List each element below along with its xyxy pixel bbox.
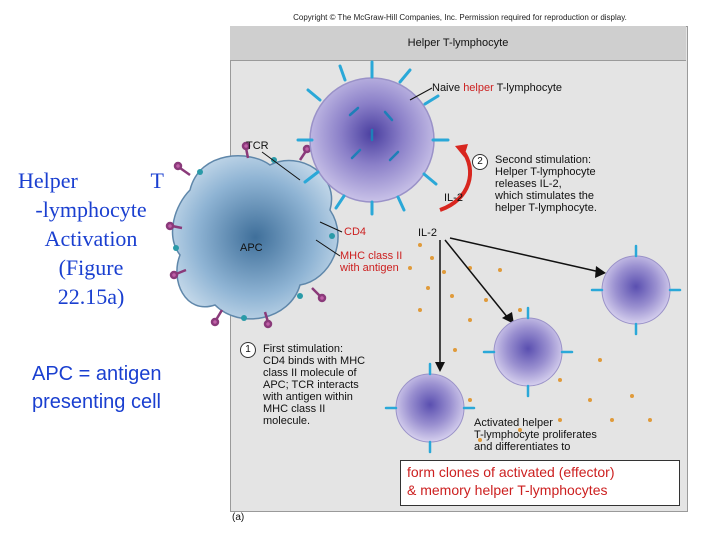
slide-title-line: -lymphocyte <box>35 197 147 222</box>
slide-title-line: (Figure <box>58 255 124 280</box>
figure-header-bar <box>230 26 686 61</box>
apc-term: APC <box>32 363 74 385</box>
tcr-label: TCR <box>246 140 269 152</box>
step1-line: CD4 binds with MHC <box>263 355 366 367</box>
apc-label: APC <box>240 242 263 254</box>
slide-title-word: Helper <box>18 168 78 193</box>
il2-lower-label: IL-2 <box>418 227 437 239</box>
activated-line: Activated helper <box>474 417 553 429</box>
step1-line: MHC class II <box>263 403 326 415</box>
clones-callout: form clones of activated (effector) & me… <box>400 460 680 506</box>
slide-title-row1: Helper T <box>18 166 164 195</box>
il2-arrow-head <box>455 144 468 157</box>
apc-definition-line1: APC = antigen <box>32 360 162 388</box>
il2-feedback-arrow <box>439 148 472 212</box>
step2-line: Helper T-lymphocyte <box>495 166 596 178</box>
step2-line: releases IL-2, <box>495 178 562 190</box>
naive-leader-line <box>409 87 433 101</box>
activated-clone-cells <box>395 255 671 443</box>
step1-number-badge: 1 <box>240 342 256 358</box>
step1-line: APC; TCR interacts <box>263 379 359 391</box>
activated-line: T-lymphocyte proliferates <box>474 429 597 441</box>
t-cell-inner-receptors <box>348 106 400 162</box>
slide-title: Helper T -lymphocyte Activation (Figure 2… <box>18 166 164 311</box>
slide-title-word: T <box>150 168 164 193</box>
step1-description: First stimulation: CD4 binds with MHC cl… <box>263 343 365 427</box>
step1-line: with antigen within <box>263 391 353 403</box>
copyright-notice: Copyright © The McGraw-Hill Companies, I… <box>293 13 627 22</box>
apc-definition: APC = antigen presenting cell <box>32 360 162 416</box>
cd4-leader-line <box>319 221 343 233</box>
naive-helper-t-cell-label: Naive helper T-lymphocyte <box>432 82 562 94</box>
slide-title-line: 22.15a) <box>57 284 125 309</box>
step1-line: molecule. <box>263 415 311 427</box>
proliferation-arrows <box>439 237 601 365</box>
apc-cell <box>171 155 339 320</box>
apc-definition-rest: = antigen <box>73 363 162 385</box>
t-cell-receptors <box>296 60 450 216</box>
panel-letter: (a) <box>232 512 245 523</box>
step2-line: which stimulates the <box>495 190 595 202</box>
callout-line1: form clones of activated (effector) <box>407 464 615 480</box>
il2-molecules <box>408 243 652 442</box>
mhc-line2: with antigen <box>340 262 399 274</box>
cd4-label: CD4 <box>344 226 367 238</box>
naive-helper-word: helper <box>463 82 494 94</box>
callout-line2: & memory helper T-lymphocytes <box>407 482 608 498</box>
clone-receptors <box>384 244 682 454</box>
activated-line: and differentiates to <box>474 441 571 453</box>
proliferation-arrow-heads <box>435 266 606 372</box>
naive-prefix: Naive <box>432 82 464 94</box>
step2-line: helper T-lymphocyte. <box>495 202 597 214</box>
step2-line: Second stimulation: <box>495 154 591 166</box>
step1-line: First stimulation: <box>263 343 344 355</box>
figure-header-title: Helper T-lymphocyte <box>407 37 509 49</box>
mhc-line1: MHC class II <box>340 250 403 262</box>
mhc-leader-line <box>315 239 341 257</box>
step2-number-badge: 2 <box>472 154 488 170</box>
step2-description: Second stimulation: Helper T-lymphocyte … <box>495 154 597 214</box>
activated-description: Activated helper T-lymphocyte proliferat… <box>474 417 597 453</box>
apc-mhc-receptors <box>165 141 327 329</box>
step1-line: class II molecule of <box>263 367 357 379</box>
apc-definition-line2: presenting cell <box>32 391 161 413</box>
tcr-leader-line <box>261 151 301 181</box>
il2-upper-label: IL-2 <box>444 192 463 204</box>
slide-title-line: Activation <box>44 226 138 251</box>
naive-suffix: T-lymphocyte <box>493 82 563 94</box>
